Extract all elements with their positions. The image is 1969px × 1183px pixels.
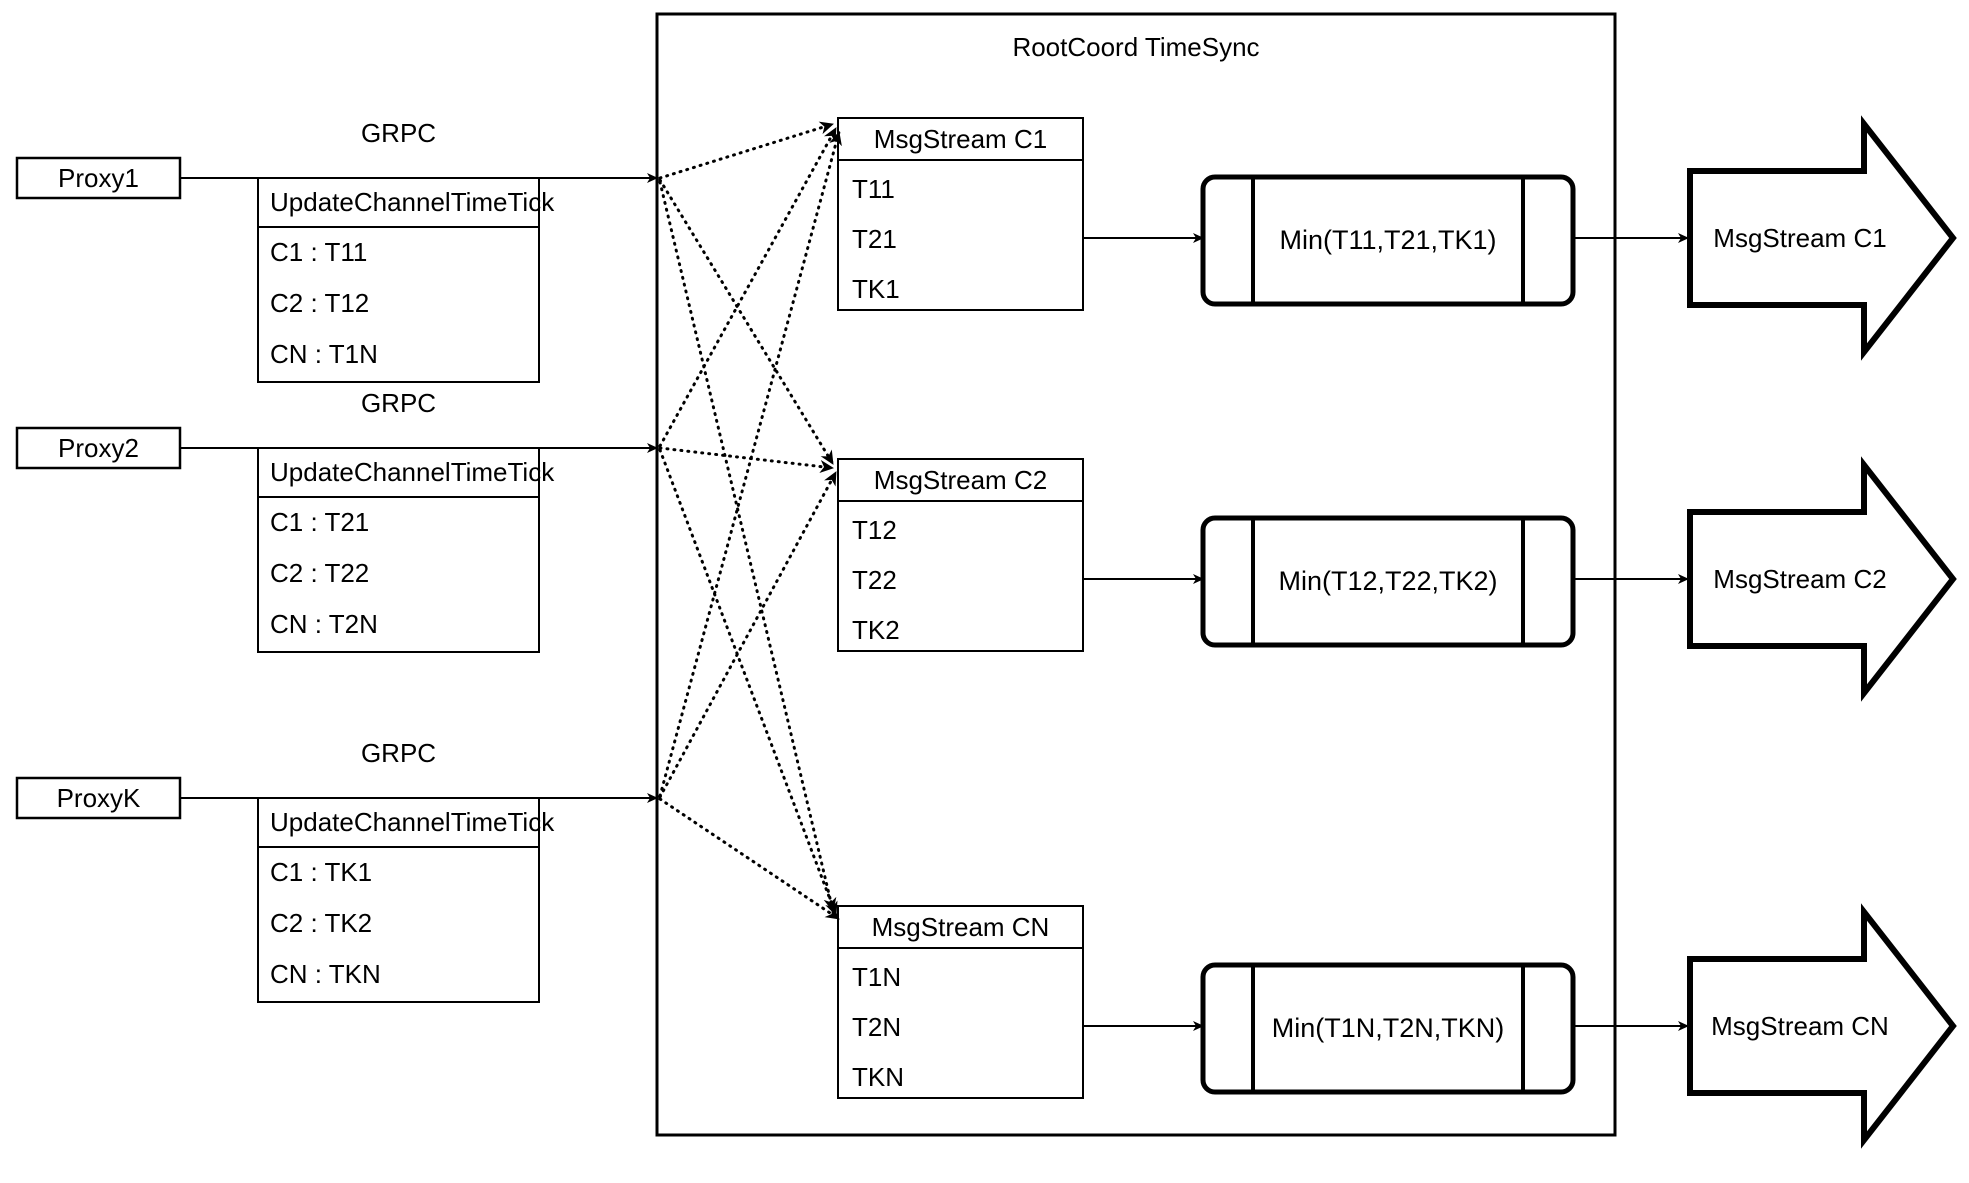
timetick-fanout-edges bbox=[658, 121, 842, 921]
fanout-p1-c2 bbox=[658, 178, 835, 466]
msgstream-row-1-1: T21 bbox=[852, 223, 897, 254]
rpc-row-2-1: C2 : T22 bbox=[270, 558, 370, 588]
fanout-pk-c2 bbox=[658, 470, 838, 799]
grpc-label-1: GRPC bbox=[360, 117, 437, 148]
rpc-row-2-2: CN : T2N bbox=[270, 609, 378, 639]
rpc-row-1-2: CN : T1N bbox=[270, 339, 378, 369]
rpc-row-3-2: CN : TKN bbox=[270, 959, 381, 989]
rpc-title-1: UpdateChannelTimeTick bbox=[270, 187, 555, 217]
msgstream-title-3: MsgStream CN bbox=[871, 911, 1050, 942]
msgstream-title-1: MsgStream C1 bbox=[873, 123, 1048, 154]
msgstream-row-3-2: TKN bbox=[852, 1061, 904, 1092]
min-label-3: Min(T1N,T2N,TKN) bbox=[1271, 1013, 1505, 1043]
msgstream-row-1-0: T11 bbox=[852, 173, 895, 204]
container-title: RootCoord TimeSync bbox=[1012, 31, 1260, 62]
msgstream-row-3-0: T1N bbox=[852, 961, 902, 992]
rpc-row-1-0: C1 : T11 bbox=[270, 237, 368, 267]
msgstream-row-3-1: T2N bbox=[852, 1011, 902, 1042]
fanout-pk-c1 bbox=[658, 130, 842, 798]
msgstream-row-2-1: T22 bbox=[852, 564, 897, 595]
proxy-label-1: Proxy1 bbox=[58, 162, 139, 193]
grpc-label-3: GRPC bbox=[360, 737, 437, 768]
fanout-p1-c1 bbox=[658, 121, 835, 180]
rpc-row-3-1: C2 : TK2 bbox=[270, 908, 373, 938]
proxy-label-2: Proxy2 bbox=[58, 432, 139, 463]
fanout-p2-c2 bbox=[658, 446, 835, 473]
msgstream-title-2: MsgStream C2 bbox=[873, 464, 1048, 495]
output-label-1: MsgStream C1 bbox=[1713, 222, 1887, 253]
fanout-p2-cn bbox=[658, 448, 838, 917]
rpc-row-3-0: C1 : TK1 bbox=[270, 857, 373, 887]
min-label-1: Min(T11,T21,TK1) bbox=[1279, 225, 1497, 255]
msgstream-row-1-2: TK1 bbox=[852, 273, 900, 304]
min-label-2: Min(T12,T22,TK2) bbox=[1278, 566, 1498, 596]
rpc-title-2: UpdateChannelTimeTick bbox=[270, 457, 555, 487]
grpc-label-2: GRPC bbox=[360, 387, 437, 418]
rpc-title-3: UpdateChannelTimeTick bbox=[270, 807, 555, 837]
output-label-3: MsgStream CN bbox=[1711, 1010, 1889, 1041]
fanout-p1-cn bbox=[658, 180, 837, 913]
rpc-row-2-0: C1 : T21 bbox=[270, 507, 370, 537]
msgstream-row-2-2: TK2 bbox=[852, 614, 900, 645]
msgstream-row-2-0: T12 bbox=[852, 514, 897, 545]
output-label-2: MsgStream C2 bbox=[1713, 563, 1887, 594]
proxy-label-3: ProxyK bbox=[56, 782, 141, 813]
rpc-row-1-1: C2 : T12 bbox=[270, 288, 370, 318]
fanout-pk-cn bbox=[658, 797, 841, 921]
fanout-p2-c1 bbox=[658, 126, 838, 448]
